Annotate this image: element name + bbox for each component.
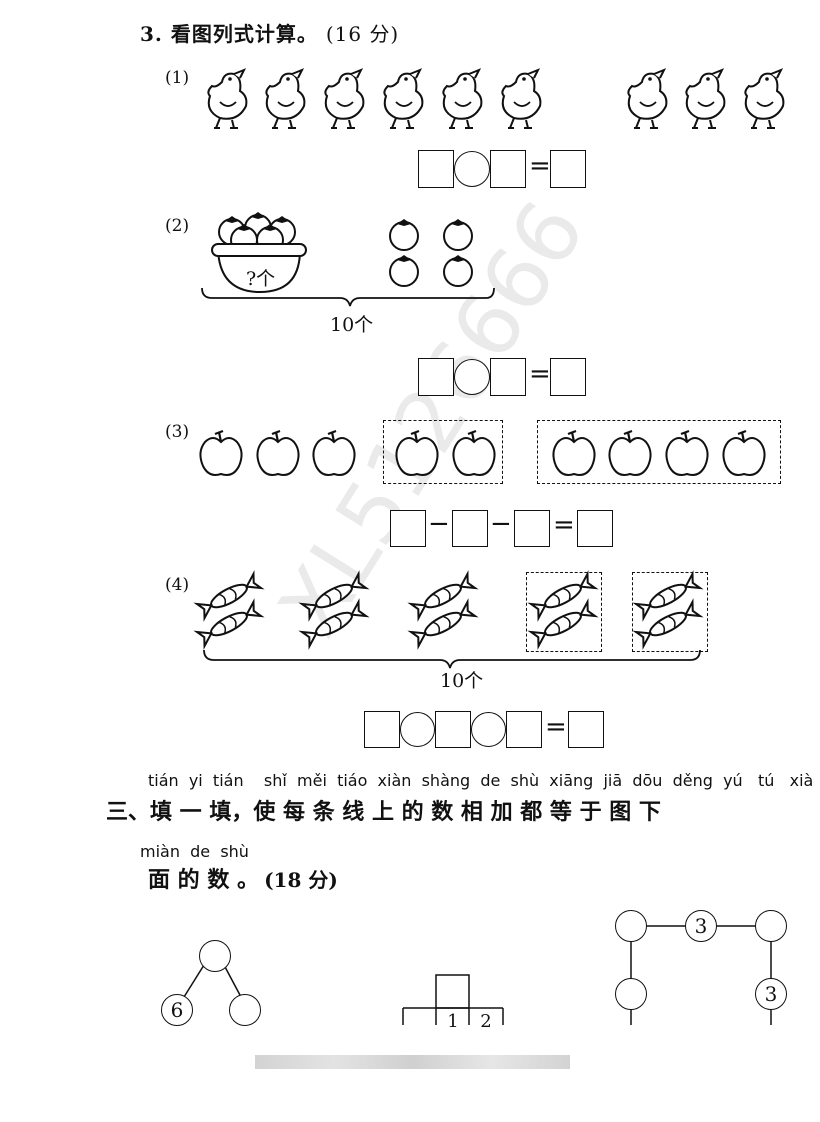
chick-icon [627,68,668,129]
dashed-group-apples-4 [537,420,781,484]
operator-circle[interactable] [400,712,435,747]
circle-with-number: 3 [685,910,717,942]
question-number: 3. [140,22,163,46]
section-three-points: (18 分) [264,868,338,892]
chick-icon [383,68,424,129]
grid-cell: 2 [480,1011,492,1027]
apple-icon [452,429,496,476]
empty-circle[interactable] [199,940,231,972]
circle-with-number: 3 [755,978,787,1010]
dashed-group-candies-2 [632,572,708,652]
basket-of-persimmons-icon [201,212,495,307]
chick-icon [685,68,726,129]
answer-box[interactable] [568,711,604,748]
apple-icon [256,429,300,476]
blurred-strip [255,1055,570,1069]
candy-icon [407,570,479,622]
pinyin-line-1: tián yi tián shǐ měi tiáo xiàn shàng de … [148,771,814,790]
candy-icon [193,570,265,622]
empty-circle[interactable] [615,910,647,942]
candy-icon [632,570,704,622]
question-title: 3. 看图列式计算。 (16 分) [140,18,399,47]
question-text: 看图列式计算。 [170,22,318,46]
persimmon-icon [443,219,473,251]
answer-box[interactable] [577,510,613,547]
answer-box[interactable] [506,711,542,748]
brace [201,287,495,307]
apple-icon [665,429,709,476]
part-2-label: (2) [165,216,190,236]
part-3-label: (3) [165,422,190,442]
answer-box[interactable] [418,358,454,396]
apple-icon [199,429,243,476]
question-points: (16 分) [325,22,400,46]
candy-icon [407,598,479,650]
basket-icon [211,212,307,294]
persimmon-icon [443,255,473,287]
apple-icon [608,429,652,476]
section-three-title-line-2-text: 面 的 数 。 [148,867,259,893]
operator-circle[interactable] [471,712,506,747]
chick-icon [207,68,248,129]
candy-icon [632,598,704,650]
empty-circle[interactable] [229,994,261,1026]
candy-icon [527,570,599,622]
candy-icon [193,598,265,650]
answer-box[interactable] [418,150,454,188]
empty-circle[interactable] [755,910,787,942]
answer-box[interactable] [550,358,586,396]
chick-icon [744,68,785,129]
equals-sign: = [545,712,567,742]
dashed-group-apples-2 [383,420,503,484]
persimmon-icon [389,255,419,287]
empty-circle[interactable] [615,978,647,1010]
chick-icon [324,68,365,129]
total-label-4: 10个 [440,670,484,692]
operator-circle[interactable] [454,359,490,395]
total-label-2: 10个 [330,314,374,336]
minus-sign: − [490,509,512,539]
apples-illustration [199,429,766,476]
section-three-title-line-2: 面 的 数 。 (18 分) [148,862,338,894]
answer-box[interactable] [364,711,400,748]
equals-sign: = [553,510,575,540]
answer-box[interactable] [435,711,471,748]
apple-icon [552,429,596,476]
candy-icon [298,570,370,622]
answer-box[interactable] [390,510,426,547]
answer-box[interactable] [514,510,550,547]
part-4-label: (4) [165,575,190,595]
candy-icon [298,598,370,650]
apple-icon [722,429,766,476]
basket-unknown-label: ?个 [246,268,276,290]
chick-icon [501,68,542,129]
chick-icon [265,68,306,129]
operator-circle[interactable] [454,151,490,187]
dashed-group-candies-1 [526,572,602,652]
answer-box[interactable] [490,150,526,188]
apple-icon [312,429,356,476]
chicks-illustration [207,68,785,129]
equals-sign: = [529,151,551,181]
answer-box[interactable] [490,358,526,396]
persimmon-icon [389,219,419,251]
equals-sign: = [529,359,551,389]
part-1-label: (1) [165,68,190,88]
brace [203,649,701,669]
section-three-title-line-1: 三、填 一 填，使 每 条 线 上 的 数 相 加 都 等 于 图 下 [106,799,661,825]
answer-box[interactable] [452,510,488,547]
answer-box[interactable] [550,150,586,188]
grid-cell: 1 [447,1011,459,1027]
minus-sign: − [428,509,450,539]
candy-icon [527,598,599,650]
circle-with-number: 6 [161,994,193,1026]
chick-icon [442,68,483,129]
apple-icon [395,429,439,476]
candies-illustration [193,570,704,669]
pinyin-line-2: miàn de shù [140,842,249,861]
